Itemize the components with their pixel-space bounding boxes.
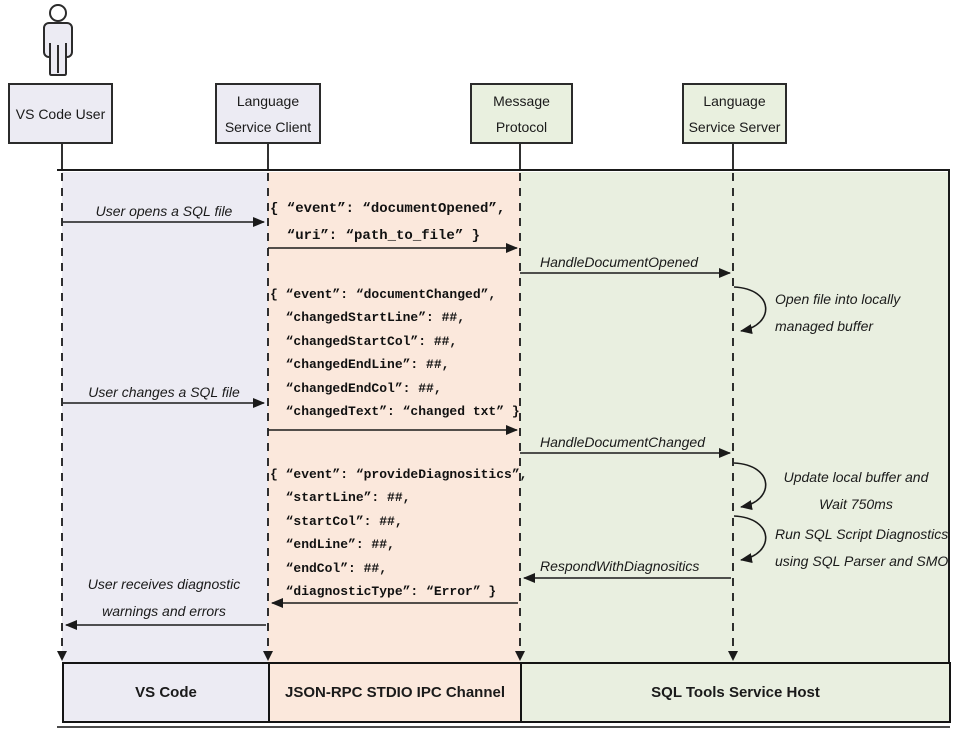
payload-line: { “event”: “documentChanged”, xyxy=(270,287,497,302)
label-update-buffer-line1: Update local buffer and xyxy=(783,469,929,485)
payload-line: “startCol”: ##, xyxy=(270,513,403,529)
participant-label-line1: Message xyxy=(493,92,550,109)
band-vscode xyxy=(62,172,268,662)
payload-line: “changedStartCol”: ##, xyxy=(270,333,458,349)
label-run-diagnostics-line1: Run SQL Script Diagnostics xyxy=(775,526,949,542)
label-handle-document-opened: HandleDocumentOpened xyxy=(540,254,698,270)
label-user-receives-line2: warnings and errors xyxy=(102,603,226,619)
participant-box-language-service-client: Language Service Client xyxy=(215,83,321,144)
label-user-opens-sql-file: User opens a SQL file xyxy=(95,203,233,219)
payload-line: { “event”: “provideDiagnositics”, xyxy=(270,467,528,482)
payload-line: “diagnosticType”: “Error” } xyxy=(270,583,497,599)
label-open-buffer-line2: managed buffer xyxy=(775,318,874,334)
label-handle-document-changed: HandleDocumentChanged xyxy=(540,434,705,450)
label-update-buffer: Update local buffer and Wait 750ms xyxy=(770,464,942,518)
payload-line: “startLine”: ##, xyxy=(270,490,411,506)
payload-provide-diagnostics: { “event”: “provideDiagnositics”, “start… xyxy=(270,463,527,603)
payload-line: “endCol”: ##, xyxy=(270,560,388,576)
payload-line: “changedStartLine”: ##, xyxy=(270,310,466,326)
participant-box-vscode-user: VS Code User xyxy=(8,83,113,144)
label-user-receives-line1: User receives diagnostic xyxy=(87,576,241,592)
label-open-buffer-line1: Open file into locally xyxy=(775,291,901,307)
lifeline-stubs xyxy=(61,143,734,171)
lane-label-sql-tools-service-host: SQL Tools Service Host xyxy=(651,684,820,701)
lane-box-json-rpc-channel: JSON-RPC STDIO IPC Channel xyxy=(268,662,522,723)
lane-box-vscode: VS Code xyxy=(62,662,270,723)
lane-box-sql-tools-service-host: SQL Tools Service Host xyxy=(520,662,951,723)
user-actor-icon xyxy=(43,4,73,76)
payload-document-opened: { “event”: “documentOpened”, “uri”: “pat… xyxy=(270,196,505,250)
participant-label-line1: Language xyxy=(236,92,300,109)
payload-line: “uri”: “path_to_file” } xyxy=(270,228,481,244)
lane-label-vscode: VS Code xyxy=(135,684,197,701)
label-open-buffer: Open file into locally managed buffer xyxy=(775,286,900,340)
band-service-host xyxy=(520,172,950,662)
participant-box-language-service-server: Language Service Server xyxy=(682,83,787,144)
label-user-changes-sql-file: User changes a SQL file xyxy=(88,384,240,400)
payload-line: { “event”: “documentOpened”, xyxy=(270,201,506,217)
payload-line: “changedEndLine”: ##, xyxy=(270,357,450,373)
participant-label-line2: Protocol xyxy=(495,118,548,135)
label-run-diagnostics-line2: using SQL Parser and SMO xyxy=(775,553,949,569)
label-run-diagnostics: Run SQL Script Diagnostics using SQL Par… xyxy=(775,521,948,575)
participant-box-message-protocol: Message Protocol xyxy=(470,83,573,144)
payload-line: “endLine”: ##, xyxy=(270,537,395,553)
payload-line: “changedEndCol”: ##, xyxy=(270,380,442,396)
label-user-receives-diagnostics: User receives diagnostic warnings and er… xyxy=(62,571,266,625)
participant-label: VS Code User xyxy=(15,105,106,122)
payload-document-changed: { “event”: “documentChanged”, “changedSt… xyxy=(270,283,520,423)
lane-label-json-rpc-channel: JSON-RPC STDIO IPC Channel xyxy=(284,684,506,701)
participant-label-line1: Language xyxy=(703,92,766,109)
band-json-rpc-channel xyxy=(268,172,520,662)
participant-label-line2: Service Client xyxy=(224,118,312,135)
label-respond-with-diagnostics: RespondWithDiagnositics xyxy=(540,558,700,574)
participant-label-line2: Service Server xyxy=(688,118,781,135)
payload-line: “changedText”: “changed txt” } xyxy=(270,403,520,419)
label-update-buffer-line2: Wait 750ms xyxy=(819,496,893,512)
